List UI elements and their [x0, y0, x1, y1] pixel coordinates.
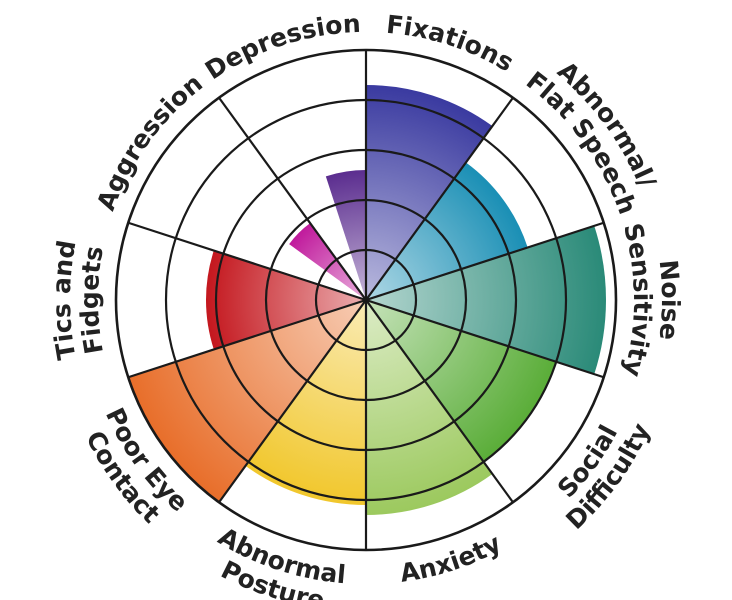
grid-spoke-5 [365, 299, 514, 503]
bar-abnormal-flat-speech [366, 162, 528, 300]
bar-poor-eye-contact [128, 300, 366, 503]
chart-bars [128, 85, 606, 515]
bar-depression-inner [325, 170, 366, 300]
bar-aggression-inner [289, 223, 366, 300]
bar-social-difficulty [366, 300, 557, 462]
bar-tics-and-fidgets [205, 250, 366, 350]
grid-spoke-3 [365, 221, 605, 302]
bar-noise-sensitivity [366, 225, 606, 375]
category-label-tics-and-fidgets-line-2: Fidgets [75, 244, 109, 356]
bar-anxiety [366, 300, 493, 515]
category-label-noise-sensitivity-line-2: Sensitivity [618, 220, 657, 379]
bar-fixations [366, 85, 493, 300]
grid-spoke-2 [365, 97, 514, 301]
bar-abnormal-posture [245, 300, 366, 505]
chart-grid [114, 48, 618, 552]
grid-spoke-4 [365, 298, 605, 379]
grid-spoke-8 [127, 298, 367, 379]
category-label-tics-and-fidgets-line-1: Tics and [47, 238, 82, 362]
grid-spoke-10 [218, 97, 367, 301]
grid-spoke-9 [127, 221, 367, 302]
category-label-noise-sensitivity-line-1: Noise [654, 259, 686, 342]
grid-spoke-7 [218, 299, 367, 503]
